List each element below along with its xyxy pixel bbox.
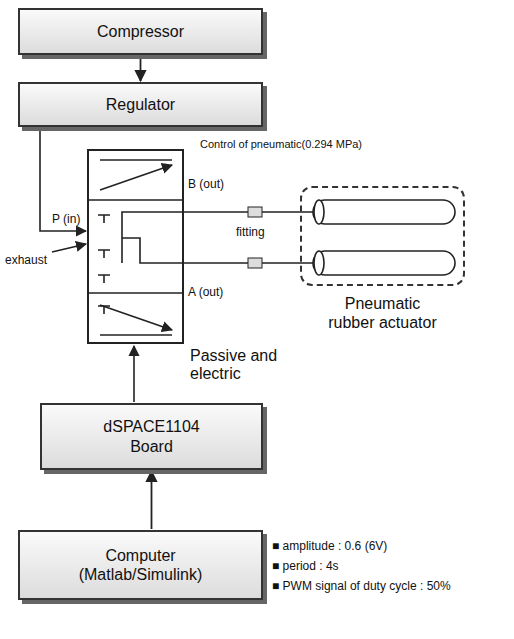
annotation-label: P (in) [52, 213, 80, 227]
annotation-label: ■ amplitude : 0.6 (6V) [272, 540, 387, 554]
process-box: Compressor [18, 8, 263, 55]
annotation-label: ■ period : 4s [272, 560, 339, 574]
node-text: Pneumatic rubber actuator [300, 294, 465, 332]
flow-arrow [151, 471, 153, 529]
annotation-label: Control of pneumatic(0.294 MPa) [200, 138, 362, 151]
node-text: Regulator [106, 95, 175, 114]
node-text: Computer (Matlab/Simulink) [56, 546, 226, 584]
flow-arrow [140, 58, 142, 81]
annotation-label: A (out) [188, 286, 223, 300]
annotation-label: Passive and electric [190, 347, 290, 384]
dashed-outline [300, 186, 465, 286]
process-box: Regulator [18, 82, 263, 127]
actuator-group: Pneumatic rubber actuator [300, 186, 465, 336]
process-box: Computer (Matlab/Simulink) [18, 530, 263, 600]
node-text: dSPACE1104 Board [92, 417, 212, 455]
annotation-label: exhaust [5, 254, 47, 268]
node-text: Compressor [97, 22, 184, 41]
annotation-label: ■ PWM signal of duty cycle : 50% [272, 580, 451, 594]
annotation-label: fitting [236, 226, 265, 240]
annotation-label: B (out) [188, 178, 224, 192]
process-box: dSPACE1104 Board [40, 403, 263, 470]
